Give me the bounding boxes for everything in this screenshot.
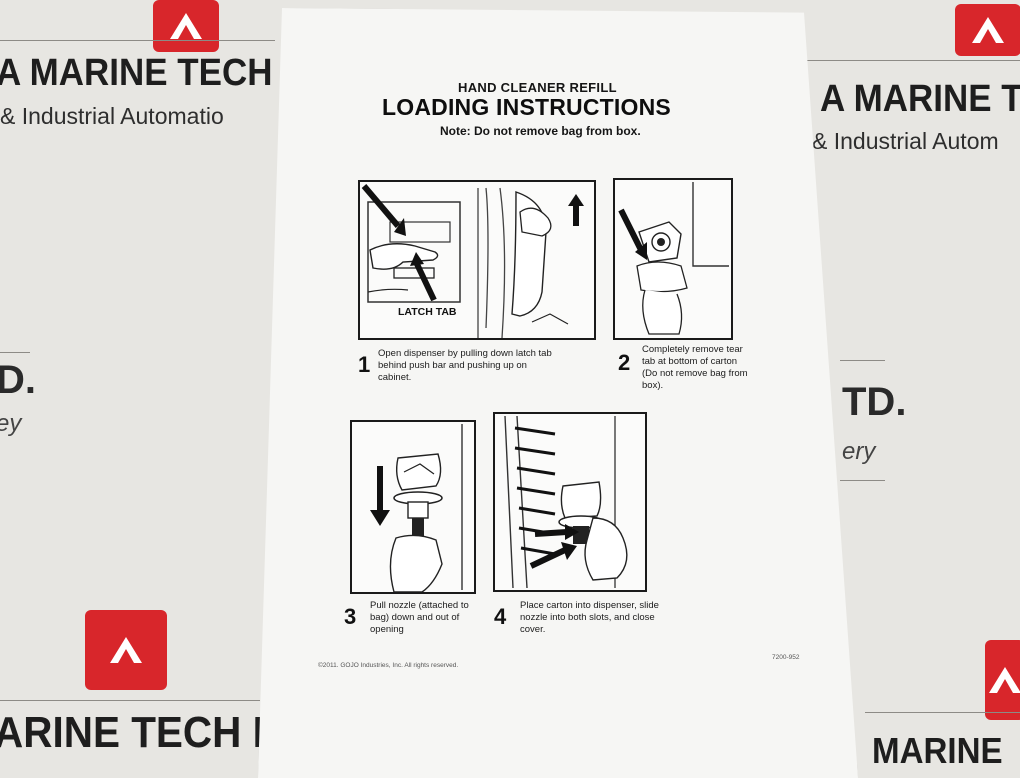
divider-line xyxy=(840,360,885,361)
watermark-big-right: TD. xyxy=(842,380,907,424)
watermark-small-left: ey xyxy=(0,410,22,437)
step-number-2: 2 xyxy=(618,350,631,375)
brand-logo-icon xyxy=(85,610,167,690)
watermark-brand-right: A MARINE TE xyxy=(820,78,1020,120)
step-number-4: 4 xyxy=(494,604,507,629)
watermark-small-right: ery xyxy=(842,438,876,465)
step-number-1: 1 xyxy=(358,352,371,377)
sheet-title: LOADING INSTRUCTIONS xyxy=(382,94,671,120)
step-text-3: Pull nozzle (attached to bag) down and o… xyxy=(370,600,469,635)
watermark-sub-top: & Industrial Automatio xyxy=(0,103,224,129)
copyright-text: ©2011. GOJO Industries, Inc. All rights … xyxy=(318,662,459,669)
sheet-subtitle: HAND CLEANER REFILL xyxy=(458,80,617,95)
step-text-2: Completely remove tear tab at bottom of … xyxy=(642,344,748,391)
brand-logo-icon xyxy=(985,640,1020,720)
divider-line xyxy=(840,480,885,481)
instruction-sheet-content: HAND CLEANER REFILL LOADING INSTRUCTIONS… xyxy=(258,8,858,778)
illustration-step-2 xyxy=(613,178,733,340)
watermark-brand-top: A MARINE TECH xyxy=(0,52,273,94)
divider-line xyxy=(0,40,275,41)
instruction-sheet xyxy=(258,8,858,778)
illustration-step-4 xyxy=(493,412,647,592)
brand-logo-icon xyxy=(153,0,219,52)
brand-logo-icon xyxy=(955,4,1020,56)
step-text-4: Place carton into dispenser, slide nozzl… xyxy=(520,600,659,635)
divider-line xyxy=(865,712,1020,713)
watermark-brand-bottom: ARINE TECH P xyxy=(0,708,280,757)
document-code: 7200-952 xyxy=(772,654,800,661)
illustration-step-3 xyxy=(350,420,476,594)
step-number-3: 3 xyxy=(344,604,357,629)
step-text-1: Open dispenser by pulling down latch tab… xyxy=(378,348,552,383)
divider-line xyxy=(0,700,260,701)
latch-tab-label: LATCH TAB xyxy=(398,306,457,318)
watermark-brand-bottom-right: MARINE xyxy=(872,730,1003,765)
watermark-big-left: D. xyxy=(0,358,36,402)
sheet-note: Note: Do not remove bag from box. xyxy=(440,124,641,138)
illustration-step-1 xyxy=(358,180,596,340)
divider-line xyxy=(0,352,30,353)
watermark-sub-right: & Industrial Autom xyxy=(812,128,999,154)
divider-line xyxy=(800,60,1020,61)
